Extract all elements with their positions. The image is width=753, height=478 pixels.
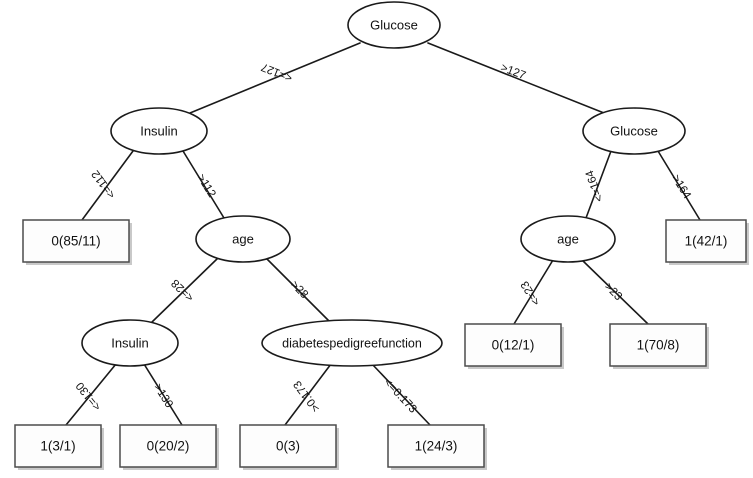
- edge-label: <=127: [260, 60, 295, 83]
- decision-node: Glucose: [582, 107, 686, 155]
- tree-edge: [143, 363, 183, 426]
- leaf-node: 0(12/1): [464, 323, 564, 369]
- decision-node-label: age: [232, 231, 254, 246]
- edge-label: <=28: [169, 277, 196, 304]
- tree-edge: [585, 150, 612, 219]
- tree-edge: [513, 259, 554, 325]
- tree-edge: [581, 259, 649, 325]
- tree-edge: [427, 42, 605, 114]
- leaf-node-label: 0(85/11): [51, 234, 100, 249]
- decision-node: diabetespedigreefunction: [261, 319, 443, 367]
- leaf-node-label: 0(3): [276, 439, 300, 454]
- leaf-node-label: 1(3/1): [40, 439, 75, 454]
- leaf-node-label: 1(42/1): [685, 234, 728, 249]
- edge-label: >164: [669, 173, 693, 202]
- leaf-node: 1(24/3): [387, 424, 487, 470]
- edge-label: >130: [151, 382, 175, 410]
- leaf-node: 1(70/8): [609, 323, 709, 369]
- decision-node-label: age: [557, 231, 579, 246]
- tree-edge: [371, 363, 431, 426]
- edge-label: >127: [499, 62, 527, 82]
- decision-node: age: [520, 215, 616, 263]
- leaf-node-label: 1(70/8): [637, 338, 680, 353]
- leaf-node: 0(85/11): [22, 219, 132, 265]
- decision-node-label: Glucose: [610, 123, 658, 138]
- decision-node: age: [195, 215, 291, 263]
- edge-label: >0.173: [292, 378, 323, 414]
- tree-edge: [151, 257, 219, 323]
- leaf-node-label: 0(20/2): [147, 439, 190, 454]
- decision-node-label: Insulin: [111, 335, 149, 350]
- edges-layer: [65, 42, 701, 426]
- leaf-nodes-layer: 0(85/11) 1(42/1) 0(12/1) 1(70/8) 1(3/1) 0(20/…: [14, 219, 749, 470]
- leaf-node: 1(3/1): [14, 424, 104, 470]
- decision-node: Insulin: [110, 107, 208, 155]
- leaf-node-label: 0(12/1): [492, 338, 535, 353]
- tree-edge: [182, 150, 225, 219]
- tree-edge: [265, 257, 331, 323]
- leaf-node: 0(20/2): [119, 424, 219, 470]
- tree-edge: [65, 363, 117, 426]
- tree-edge: [81, 150, 134, 221]
- edge-label: >112: [194, 172, 217, 200]
- leaf-node: 1(42/1): [665, 219, 749, 265]
- decision-node-label: Insulin: [140, 123, 178, 138]
- edge-label: <=112: [90, 168, 119, 201]
- edge-label: >23: [602, 281, 624, 303]
- decision-node: Glucose: [347, 1, 441, 49]
- tree-edge: [284, 363, 332, 426]
- tree-edge: [189, 42, 361, 114]
- leaf-node: 0(3): [239, 424, 339, 470]
- leaf-node-label: 1(24/3): [415, 439, 458, 454]
- decision-node-label: Glucose: [370, 17, 418, 32]
- edge-label: <=0.173: [381, 376, 419, 415]
- decision-node: Insulin: [81, 319, 179, 367]
- tree-edge: [657, 150, 701, 221]
- decision-node-label: diabetespedigreefunction: [282, 336, 422, 350]
